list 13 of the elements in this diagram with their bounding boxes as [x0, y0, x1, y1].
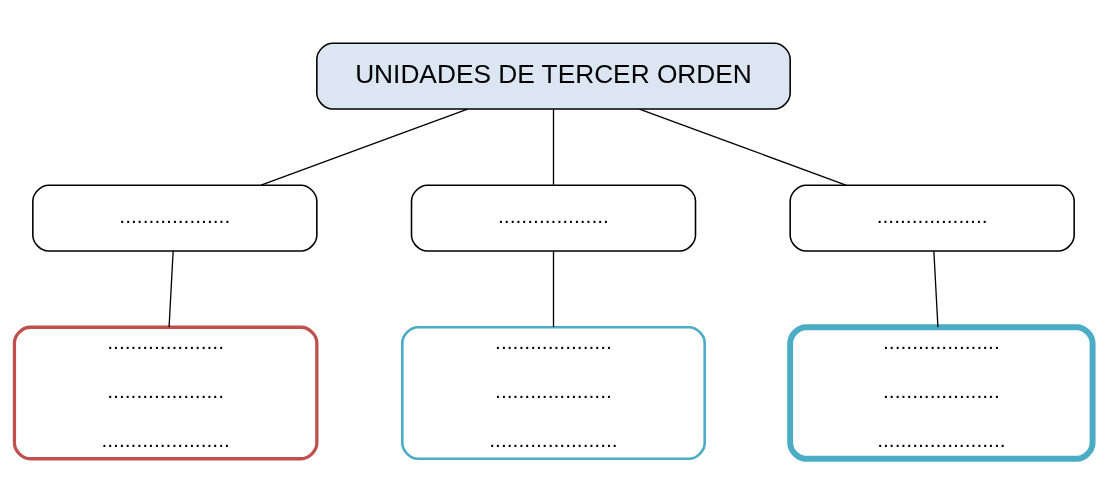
- connector: [260, 108, 469, 186]
- connector: [933, 250, 939, 328]
- node-box: .................... .................... ......................: [787, 324, 1096, 462]
- connector: [552, 250, 555, 328]
- connector: [552, 108, 555, 186]
- connector: [638, 108, 847, 186]
- connector: [168, 250, 174, 328]
- node-box: .................... .................... ......................: [12, 325, 319, 461]
- node-box: ...................: [32, 184, 318, 252]
- node-box: ...................: [410, 184, 697, 252]
- node-box: UNIDADES DE TERCER ORDEN: [316, 42, 791, 110]
- node-box: .................... .................... ......................: [401, 325, 706, 461]
- node-box: ...................: [789, 184, 1075, 252]
